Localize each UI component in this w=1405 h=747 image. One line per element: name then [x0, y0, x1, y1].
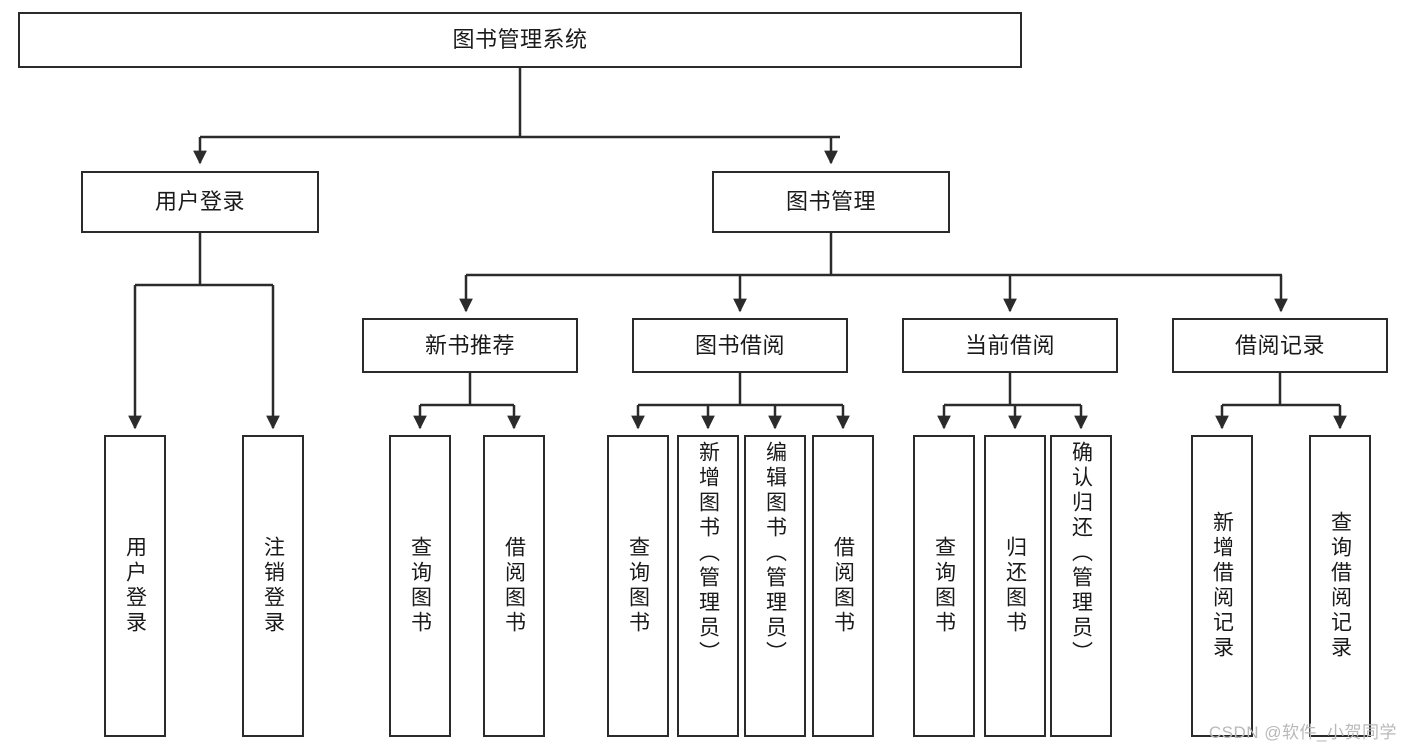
node-leaf-borrow-book-rec[interactable]: 借阅图书 — [483, 435, 545, 737]
node-leaf-query-book-label: 查询图书 — [626, 536, 650, 636]
node-borrow-record-label: 借阅记录 — [1234, 332, 1325, 358]
node-leaf-query-book-cur[interactable]: 查询图书 — [913, 435, 975, 737]
node-borrow-record[interactable]: 借阅记录 — [1172, 318, 1388, 373]
node-book-borrow-label: 图书借阅 — [694, 332, 785, 358]
node-leaf-borrow-book-rec-label: 借阅图书 — [502, 536, 526, 636]
node-user-login[interactable]: 用户登录 — [81, 171, 319, 233]
node-leaf-query-record[interactable]: 查询借阅记录 — [1309, 435, 1371, 737]
node-new-book-rec-label: 新书推荐 — [424, 332, 515, 358]
node-book-manage-label: 图书管理 — [785, 189, 876, 215]
node-leaf-edit-book[interactable]: 编辑图书（管理员） — [744, 435, 806, 737]
node-root[interactable]: 图书管理系统 — [18, 12, 1022, 68]
node-current-borrow[interactable]: 当前借阅 — [902, 318, 1118, 373]
node-leaf-return-book[interactable]: 归还图书 — [984, 435, 1046, 737]
node-leaf-user-login-label: 用户登录 — [123, 536, 147, 636]
node-leaf-add-book[interactable]: 新增图书（管理员） — [677, 435, 739, 737]
node-root-label: 图书管理系统 — [452, 27, 588, 53]
node-leaf-user-login[interactable]: 用户登录 — [104, 435, 166, 737]
node-new-book-rec[interactable]: 新书推荐 — [362, 318, 578, 373]
node-user-login-label: 用户登录 — [154, 189, 245, 215]
node-leaf-borrow-book-label: 借阅图书 — [831, 536, 855, 636]
node-current-borrow-label: 当前借阅 — [964, 332, 1055, 358]
node-leaf-query-book-rec-label: 查询图书 — [408, 536, 432, 636]
node-leaf-query-book[interactable]: 查询图书 — [607, 435, 669, 737]
node-leaf-add-record-label: 新增借阅记录 — [1210, 511, 1234, 661]
node-book-manage[interactable]: 图书管理 — [712, 171, 950, 233]
node-book-borrow[interactable]: 图书借阅 — [632, 318, 848, 373]
node-leaf-confirm-return-label: 确认归还（管理员） — [1069, 441, 1093, 666]
node-leaf-borrow-book[interactable]: 借阅图书 — [812, 435, 874, 737]
node-leaf-add-record[interactable]: 新增借阅记录 — [1191, 435, 1253, 737]
node-leaf-logout-label: 注销登录 — [261, 536, 285, 636]
node-leaf-query-book-cur-label: 查询图书 — [932, 536, 956, 636]
node-leaf-edit-book-label: 编辑图书（管理员） — [763, 441, 787, 666]
node-leaf-logout[interactable]: 注销登录 — [242, 435, 304, 737]
node-leaf-return-book-label: 归还图书 — [1003, 536, 1027, 636]
node-leaf-query-book-rec[interactable]: 查询图书 — [389, 435, 451, 737]
node-leaf-add-book-label: 新增图书（管理员） — [696, 441, 720, 666]
node-leaf-confirm-return[interactable]: 确认归还（管理员） — [1050, 435, 1112, 737]
watermark-text: CSDN @软件_小贺同学 — [1208, 723, 1397, 742]
node-leaf-query-record-label: 查询借阅记录 — [1328, 511, 1352, 661]
